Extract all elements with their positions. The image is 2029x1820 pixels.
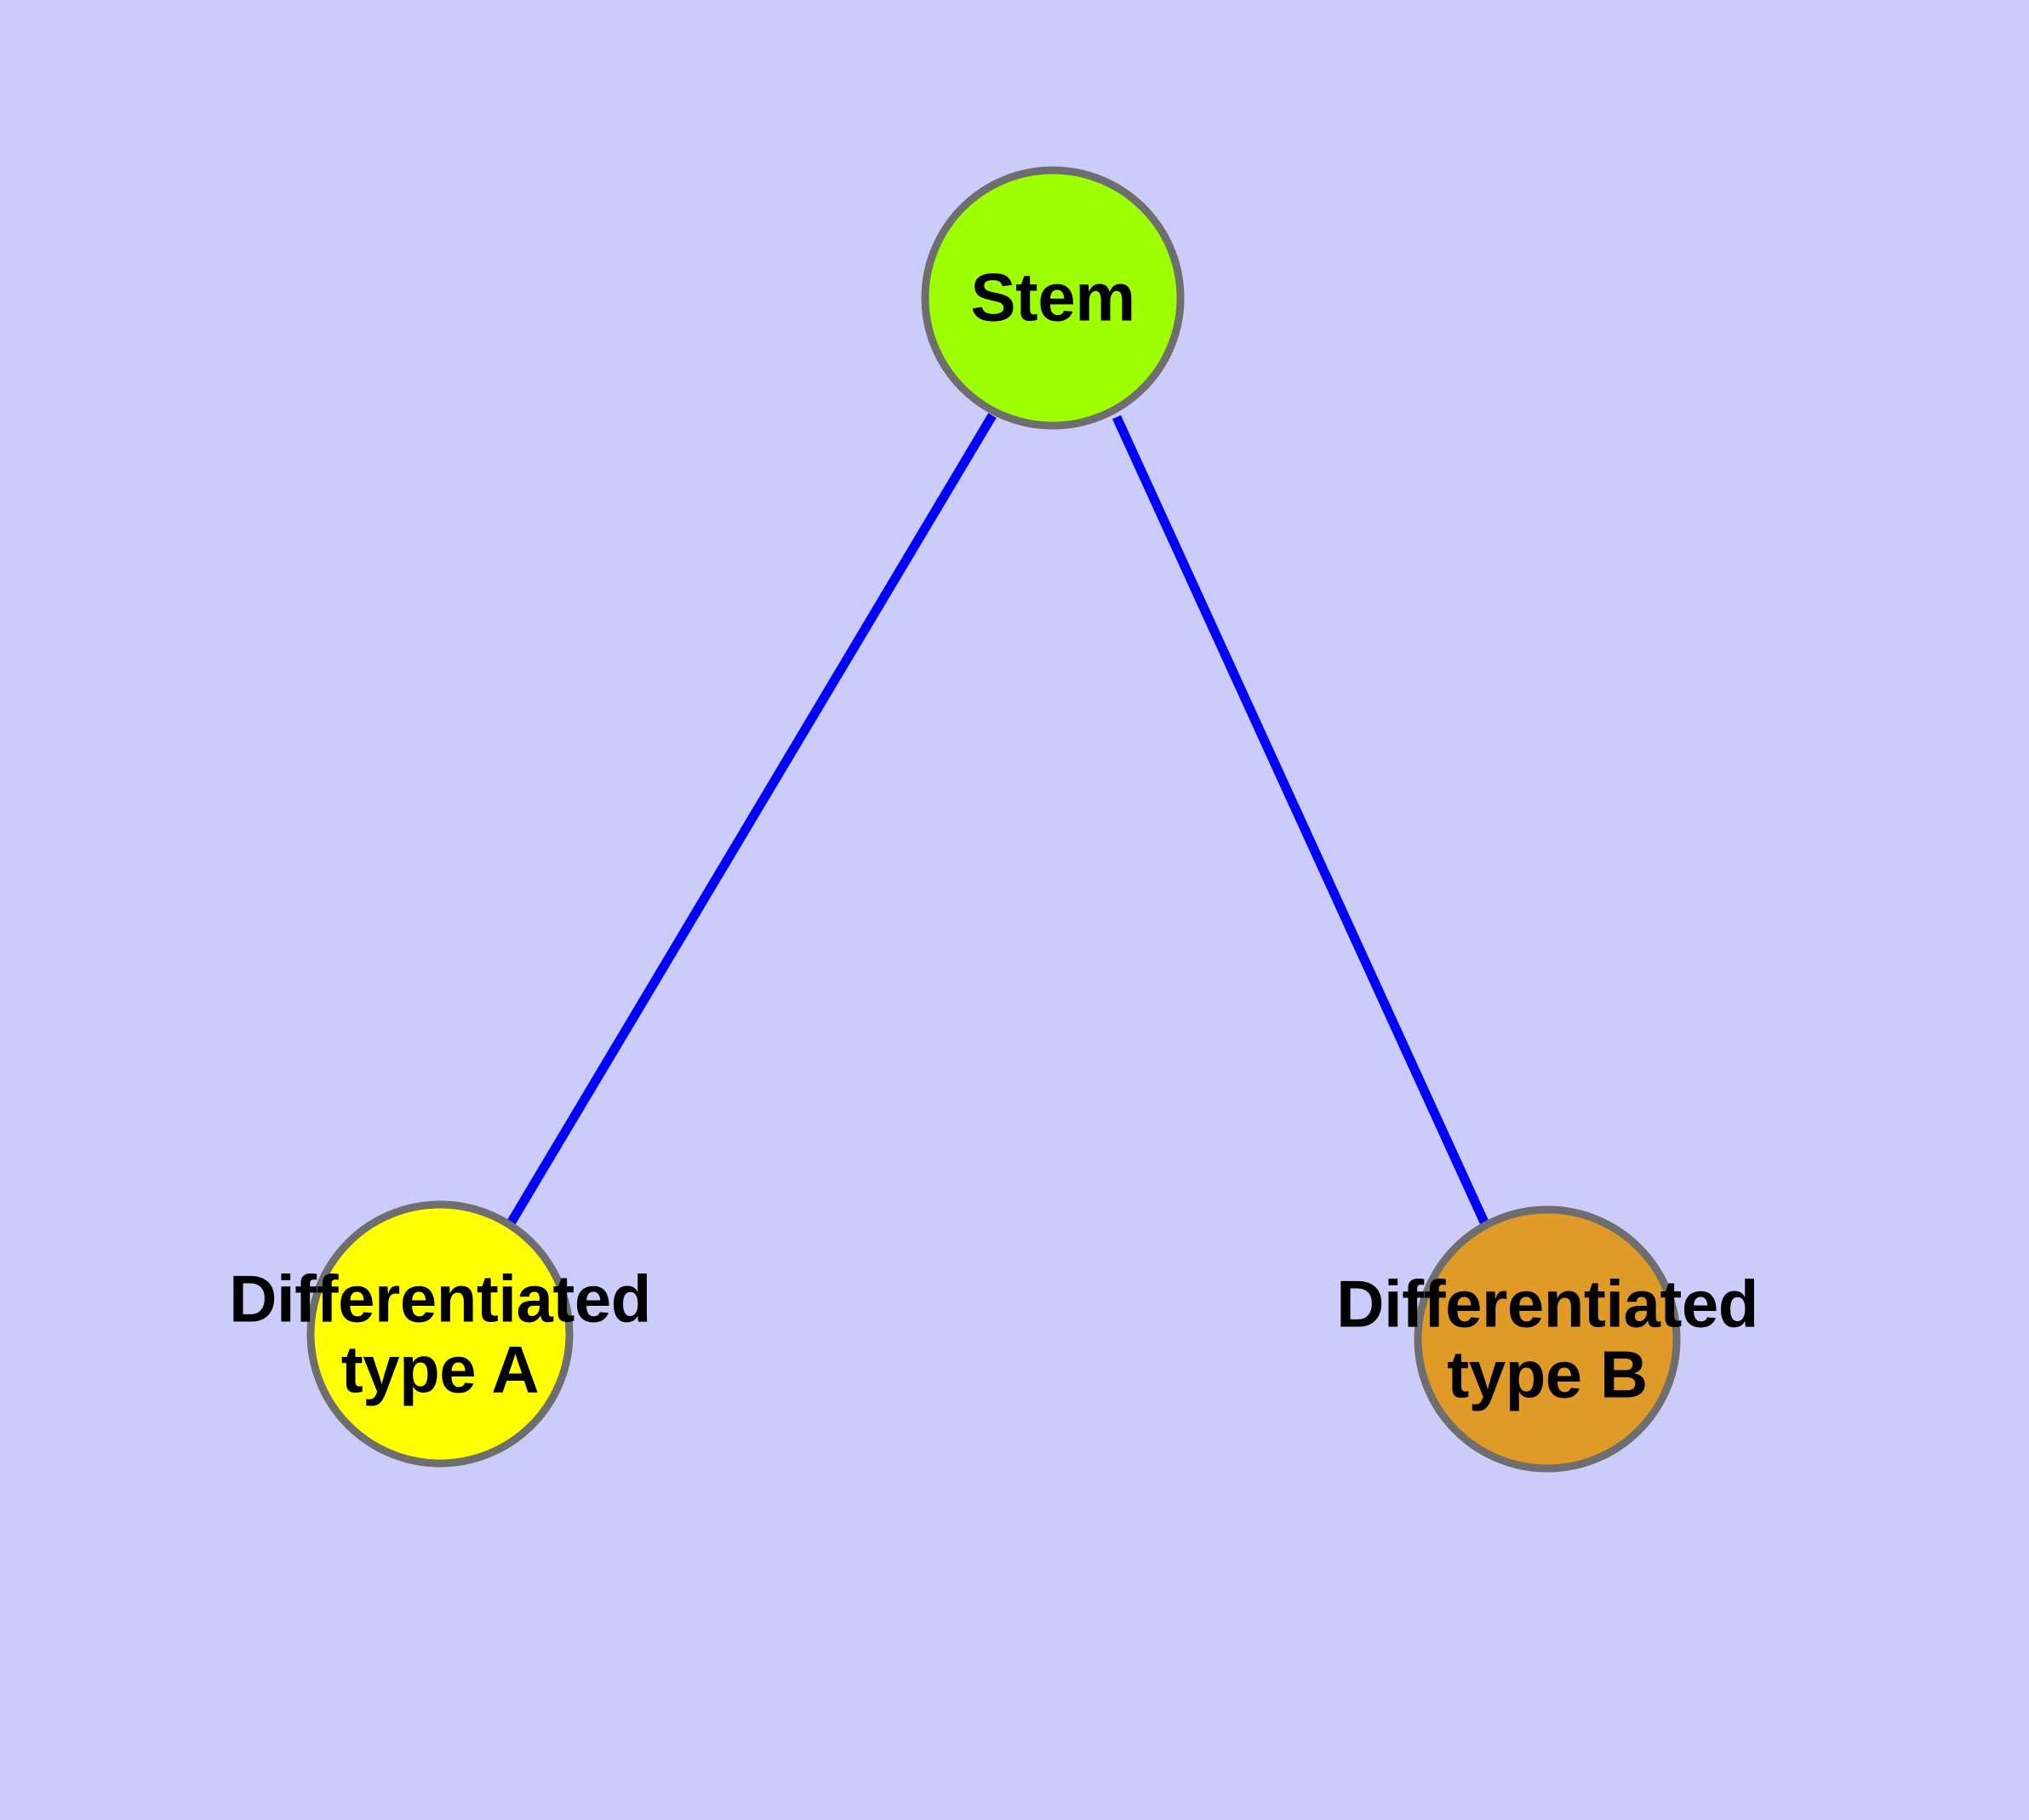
- node-layer: [306, 166, 1681, 1473]
- node-circle-stem[interactable]: [921, 166, 1185, 430]
- edge-stem-to-diff-a[interactable]: [506, 413, 997, 1226]
- edge-layer: [506, 413, 1490, 1227]
- node-circle-diff-b[interactable]: [1414, 1205, 1681, 1473]
- node-circle-diff-a[interactable]: [306, 1200, 574, 1468]
- edge-stem-to-diff-b[interactable]: [1112, 415, 1490, 1227]
